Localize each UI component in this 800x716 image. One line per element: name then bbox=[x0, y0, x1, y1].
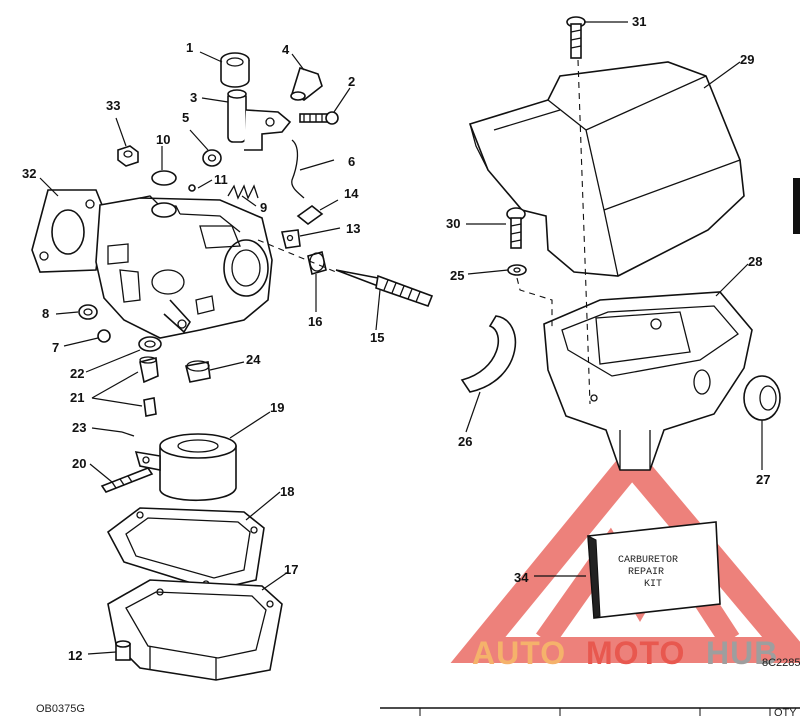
callout-19: 19 bbox=[270, 400, 284, 415]
part-15-needle bbox=[335, 269, 434, 308]
part-12-screw bbox=[115, 640, 131, 661]
callout-31: 31 bbox=[632, 14, 646, 29]
table-header-strip: QTY bbox=[380, 707, 800, 716]
part-9-spring bbox=[227, 184, 259, 200]
part-21-jets bbox=[139, 356, 159, 417]
carburetor-body bbox=[95, 195, 273, 339]
callout-11: 11 bbox=[214, 172, 228, 187]
callout-26: 26 bbox=[458, 434, 472, 449]
part-5-washer bbox=[202, 149, 222, 167]
callout-25: 25 bbox=[450, 268, 464, 283]
part-16-nut bbox=[307, 250, 327, 276]
callout-numbers: 1 2 3 4 5 6 9 10 11 12 13 14 15 16 17 18… bbox=[22, 14, 770, 663]
part-4-pin bbox=[290, 66, 323, 101]
callout-20: 20 bbox=[72, 456, 86, 471]
callout-30: 30 bbox=[446, 216, 460, 231]
part-3-lever bbox=[227, 89, 292, 151]
part-31-bolt bbox=[566, 16, 586, 59]
callout-3: 3 bbox=[190, 90, 197, 105]
kit-label-line1: CARBURETOR bbox=[618, 555, 678, 566]
callout-15: 15 bbox=[370, 330, 384, 345]
callout-16: 16 bbox=[308, 314, 322, 329]
callout-2: 2 bbox=[348, 74, 355, 89]
part-28-silencer-base bbox=[543, 291, 753, 471]
callout-7: 7 bbox=[52, 340, 59, 355]
part-27-grommet bbox=[743, 375, 781, 421]
part-29-silencer-cover bbox=[468, 61, 745, 277]
watermark-text: AUTO MOTO HUB bbox=[472, 635, 778, 671]
callout-18: 18 bbox=[280, 484, 294, 499]
part-2-screw bbox=[299, 111, 339, 125]
callout-8: 8 bbox=[42, 306, 49, 321]
kit-label-line3: KIT bbox=[644, 579, 662, 590]
figure-code: 8C2285 bbox=[762, 657, 800, 669]
edge-mark bbox=[793, 178, 800, 234]
part-26-seal bbox=[460, 315, 517, 393]
callout-17: 17 bbox=[284, 562, 298, 577]
qty-header: QTY bbox=[774, 707, 797, 716]
part-10-plug bbox=[151, 170, 177, 186]
watermark-part3: HUB bbox=[706, 635, 778, 671]
part-18-gasket bbox=[106, 507, 265, 591]
part-22-ring bbox=[138, 336, 162, 352]
callout-9: 9 bbox=[260, 200, 267, 215]
callout-6: 6 bbox=[348, 154, 355, 169]
callout-27: 27 bbox=[756, 472, 770, 487]
leader-lines bbox=[39, 21, 763, 655]
callout-34: 34 bbox=[514, 570, 529, 585]
callout-33: 33 bbox=[106, 98, 120, 113]
part-7-ball bbox=[97, 329, 111, 343]
part-30-screw bbox=[506, 207, 526, 249]
callout-24: 24 bbox=[246, 352, 261, 367]
callout-23: 23 bbox=[72, 420, 86, 435]
part-20-screw bbox=[100, 467, 154, 493]
assembly-line bbox=[516, 277, 553, 330]
part-24-plug bbox=[185, 360, 211, 383]
part-32-gasket bbox=[31, 189, 105, 273]
part-14-screw bbox=[296, 204, 324, 226]
callout-12: 12 bbox=[68, 648, 82, 663]
callout-29: 29 bbox=[740, 52, 754, 67]
part-34-repair-kit: CARBURETOR REPAIR KIT bbox=[587, 521, 721, 619]
part-11-ball bbox=[188, 184, 196, 192]
callout-5: 5 bbox=[182, 110, 189, 125]
part-8-o-ring bbox=[78, 304, 98, 320]
part-23-pin bbox=[121, 431, 135, 437]
watermark-part1: AUTO bbox=[472, 635, 566, 671]
part-6-link bbox=[291, 139, 305, 199]
part-17-float-bowl bbox=[107, 579, 283, 681]
part-13-bracket bbox=[281, 229, 301, 249]
part-1-cap bbox=[220, 52, 250, 88]
callout-1: 1 bbox=[186, 40, 193, 55]
document-code: OB0375G bbox=[36, 703, 85, 715]
callout-4: 4 bbox=[282, 42, 290, 57]
callout-22: 22 bbox=[70, 366, 84, 381]
callout-21: 21 bbox=[70, 390, 84, 405]
callout-14: 14 bbox=[344, 186, 359, 201]
part-19-float bbox=[134, 433, 237, 502]
part-33-nut bbox=[117, 145, 139, 167]
callout-28: 28 bbox=[748, 254, 762, 269]
assembly-line bbox=[577, 59, 591, 405]
assembly-line bbox=[257, 239, 337, 273]
callout-32: 32 bbox=[22, 166, 36, 181]
watermark-part2: MOTO bbox=[586, 635, 685, 671]
part-25-washer bbox=[507, 264, 527, 276]
kit-label-line2: REPAIR bbox=[628, 567, 664, 578]
callout-10: 10 bbox=[156, 132, 170, 147]
callout-13: 13 bbox=[346, 221, 360, 236]
